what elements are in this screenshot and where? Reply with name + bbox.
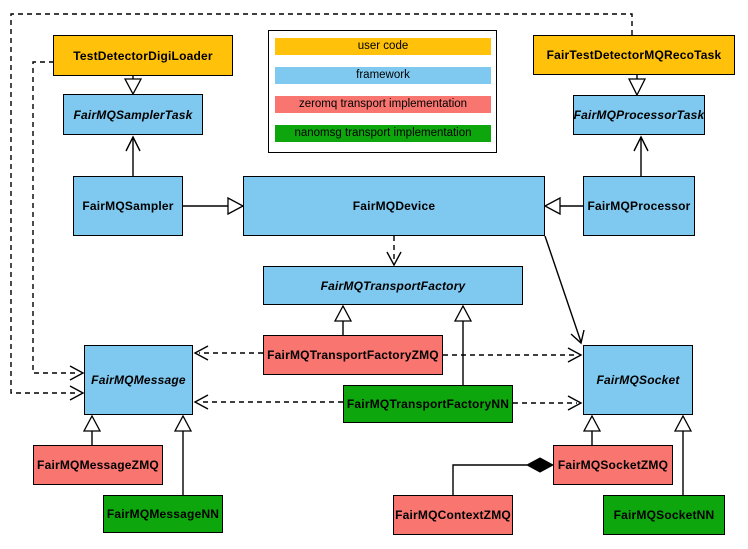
class-box-fairmqmessagenn: FairMQMessageNN — [103, 495, 223, 533]
edge-socketnn-inherits-socket — [673, 414, 693, 495]
class-box-fairmqsamplertask: FairMQSamplerTask — [63, 94, 203, 135]
class-box-fairmqcontextzmq: FairMQContextZMQ — [393, 495, 513, 535]
class-box-fairmqtransportfactory: FairMQTransportFactory — [263, 266, 523, 305]
edge-sampler-to-samplertask — [125, 135, 141, 176]
legend-item-zeromq: zeromq transport implementation — [275, 96, 491, 113]
class-box-testdetectordigiloader: TestDetectorDigiLoader — [53, 35, 233, 76]
class-box-fairmqprocessortask: FairMQProcessorTask — [573, 95, 705, 135]
edge-sampler-inherits-device — [183, 196, 245, 216]
legend-item-nanomsg: nanomsg transport implementation — [275, 125, 491, 142]
edge-context-composition-socketzmq — [452, 457, 555, 495]
class-box-fairmqtransportfactoryzmq: FairMQTransportFactoryZMQ — [263, 335, 443, 375]
class-box-fairmqtransportfactorynn: FairMQTransportFactoryNN — [343, 385, 513, 423]
legend-item-framework: framework — [275, 67, 491, 84]
edge-factoryzmq-creates-message — [193, 345, 263, 361]
edge-factoryzmq-inherits-factory — [333, 304, 353, 335]
legend-box: user code framework zeromq transport imp… — [268, 30, 497, 153]
edge-recotask-inherits-processortask — [627, 75, 647, 97]
edge-device-to-socket — [544, 235, 585, 345]
edge-digiloader-uses-message — [32, 61, 85, 381]
class-box-fairmqsampler: FairMQSampler — [73, 176, 183, 236]
edge-socketzmq-inherits-socket — [582, 414, 602, 445]
edge-factorynn-creates-message — [193, 394, 343, 410]
class-box-fairmqmessagezmq: FairMQMessageZMQ — [33, 445, 163, 485]
edge-digiloader-inherits-samplertask — [123, 76, 143, 96]
edge-recotask-uses-message — [10, 13, 633, 401]
class-box-fairmqsocket: FairMQSocket — [583, 345, 693, 415]
composition-diamond-icon — [525, 457, 555, 473]
edge-factoryzmq-creates-socket — [443, 347, 583, 363]
legend-item-user-code: user code — [275, 38, 491, 55]
class-box-fairmqsocketzmq: FairMQSocketZMQ — [553, 445, 673, 485]
class-box-fairmqprocessor: FairMQProcessor — [583, 176, 695, 236]
class-box-fairtestdetectormqrecotask: FairTestDetectorMQRecoTask — [533, 35, 735, 75]
edge-messagezmq-inherits-message — [82, 414, 102, 445]
edge-messagenn-inherits-message — [173, 414, 193, 495]
edge-processor-inherits-device — [543, 196, 583, 216]
edge-factorynn-inherits-factory — [453, 304, 473, 385]
class-box-fairmqsocketnn: FairMQSocketNN — [603, 495, 725, 535]
class-box-fairmqdevice: FairMQDevice — [243, 176, 545, 236]
edge-device-uses-transportfactory — [386, 236, 402, 267]
edge-factorynn-creates-socket — [513, 395, 583, 411]
edge-processor-to-processortask — [633, 135, 649, 176]
class-box-fairmqmessage: FairMQMessage — [84, 345, 193, 415]
